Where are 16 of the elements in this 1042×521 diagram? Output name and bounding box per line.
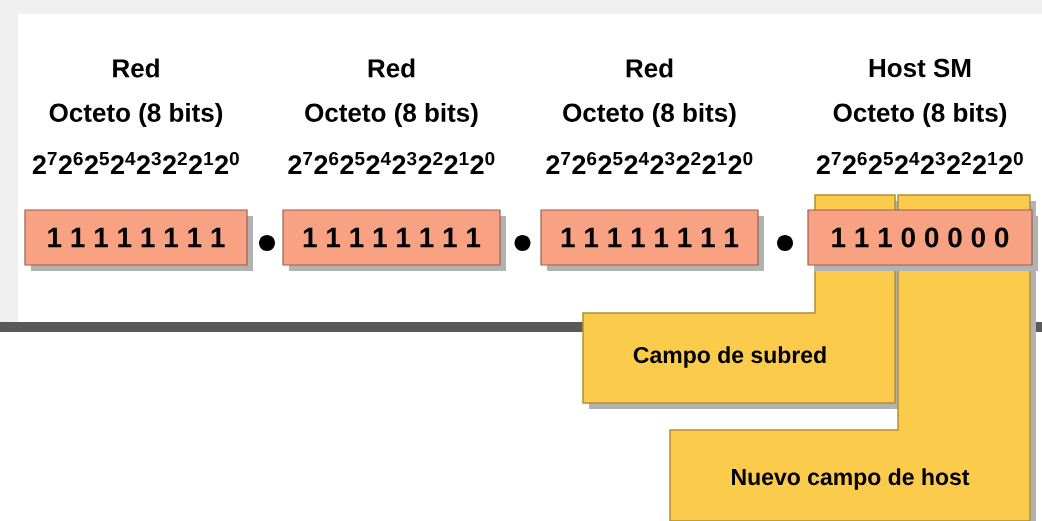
- octet-heading: Octeto (8 bits): [49, 102, 223, 128]
- octet-box: 1 1 1 0 0 0 0 0: [807, 209, 1038, 271]
- octet-heading: Host SM: [869, 58, 971, 78]
- octet-heading: Octeto (8 bits): [305, 102, 478, 128]
- bit-weights: 2$^{7}$2$^{6}$2$^{5}$2$^{4}$2$^{3}$2$^{2}$2$^{1}$2$^{0}$: [32, 151, 239, 175]
- bit-weights: 2$^{7}$2$^{6}$2$^{5}$2$^{4}$2$^{3}$2$^{2}$2$^{1}$2$^{0}$: [816, 151, 1023, 175]
- octet-heading: Red: [626, 58, 673, 78]
- octet-box: 1 1 1 1 1 1 1 1: [24, 209, 253, 271]
- octet-box: 1 1 1 1 1 1 1 1: [282, 209, 506, 271]
- octet-heading: Red: [113, 58, 159, 78]
- bit-weights: 2$^{7}$2$^{6}$2$^{5}$2$^{4}$2$^{3}$2$^{2}$2$^{1}$2$^{0}$: [546, 151, 753, 175]
- octet-heading: Red: [368, 58, 415, 78]
- octet-heading: Octeto (8 bits): [833, 102, 1007, 128]
- bit-weights: 2$^{7}$2$^{6}$2$^{5}$2$^{4}$2$^{3}$2$^{2}$2$^{1}$2$^{0}$: [288, 151, 495, 175]
- octet-box: 1 1 1 1 1 1 1 1: [540, 209, 764, 271]
- octet-heading: Octeto (8 bits): [563, 102, 736, 128]
